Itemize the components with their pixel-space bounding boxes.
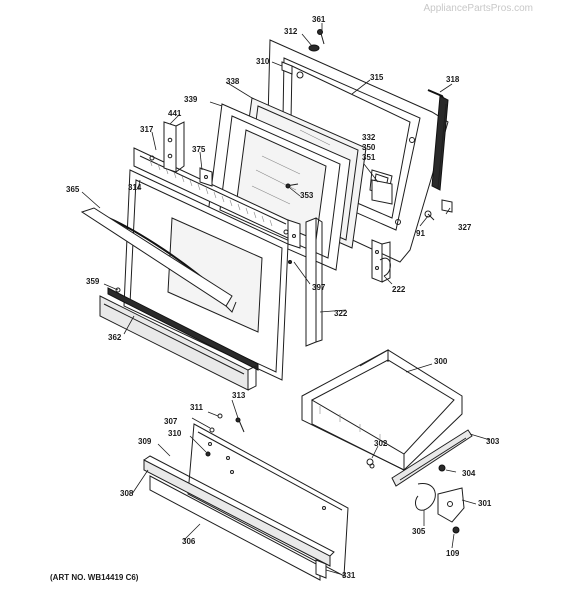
door-side-channel-322 (305, 217, 323, 347)
label-306: 306 (182, 537, 196, 546)
label-338: 338 (226, 77, 240, 86)
door-handle-365 (80, 207, 237, 313)
clip-331 (315, 559, 327, 579)
label-91: 91 (416, 229, 425, 238)
bracket-375 (199, 167, 213, 187)
label-397: 397 (312, 283, 326, 292)
label-332: 332 (362, 133, 376, 142)
drawer-trim-306 (149, 475, 321, 581)
drawer-body-300 (301, 349, 463, 471)
label-300: 300 (434, 357, 448, 366)
drawer-rail-303 (391, 429, 473, 487)
label-359: 359 (86, 277, 100, 286)
label-307: 307 (164, 417, 178, 426)
door-latch-assembly (371, 179, 393, 205)
label-310-drawer: 310 (168, 429, 182, 438)
label-302: 302 (374, 439, 388, 448)
callout-labels: 361 312 310 315 318 338 339 441 317 375 … (66, 15, 500, 580)
label-317: 317 (140, 125, 154, 134)
screw-311 (217, 413, 223, 419)
screw-353 (285, 183, 299, 189)
label-301: 301 (478, 499, 492, 508)
screw-109 (452, 526, 460, 534)
screw-91 (424, 210, 435, 221)
label-308: 308 (120, 489, 134, 498)
label-361: 361 (312, 15, 326, 24)
label-353: 353 (300, 191, 314, 200)
label-222: 222 (392, 285, 406, 294)
label-311: 311 (190, 403, 203, 412)
label-350: 350 (362, 143, 376, 152)
label-327: 327 (458, 223, 472, 232)
washer-312 (308, 44, 320, 52)
clip-327 (441, 199, 453, 213)
clip-310b (205, 451, 211, 457)
label-331: 331 (342, 571, 356, 580)
clip-397 (287, 219, 301, 264)
label-322: 322 (334, 309, 348, 318)
spring-305 (415, 483, 436, 511)
watermark: AppliancePartsPros.com (423, 3, 534, 14)
hinge-bracket-441 (163, 121, 185, 173)
screw-304 (438, 464, 446, 472)
screw-361 (317, 29, 325, 45)
label-314: 314 (128, 183, 142, 192)
label-441: 441 (168, 109, 182, 118)
label-375: 375 (192, 145, 206, 154)
label-310: 310 (256, 57, 270, 66)
door-bottom-panel-362 (99, 295, 257, 391)
art-number: (ART NO. WB14419 C6) (50, 573, 139, 582)
roller-302 (366, 458, 374, 466)
label-362: 362 (108, 333, 122, 342)
label-305: 305 (412, 527, 426, 536)
screw-313 (235, 417, 245, 433)
label-309: 309 (138, 437, 152, 446)
label-318: 318 (446, 75, 460, 84)
bracket-301 (437, 487, 465, 523)
label-315: 315 (370, 73, 384, 82)
stop-307 (209, 427, 215, 433)
label-303: 303 (486, 437, 500, 446)
door-hinge-222 (371, 239, 391, 283)
label-351: 351 (362, 153, 376, 162)
door-bottom-trim-359 (107, 287, 259, 371)
leader-lines (81, 23, 491, 575)
label-313: 313 (232, 391, 246, 400)
stop-310 (281, 61, 293, 75)
drawer-handle-308 (143, 455, 335, 567)
label-109: 109 (446, 549, 460, 558)
label-312: 312 (284, 27, 298, 36)
label-365: 365 (66, 185, 80, 194)
door-gasket-318 (427, 89, 449, 191)
label-339: 339 (184, 95, 198, 104)
label-304: 304 (462, 469, 476, 478)
